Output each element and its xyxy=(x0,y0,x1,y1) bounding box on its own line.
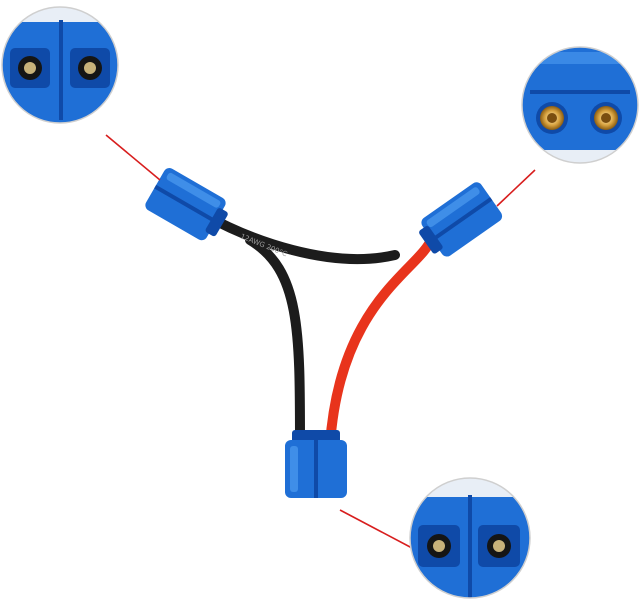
black-wire xyxy=(200,210,400,450)
bottom-ec5-connector xyxy=(285,430,347,498)
detail-circle-bottom-right xyxy=(409,477,531,599)
detail-circle-top-left xyxy=(1,6,119,124)
leader-lines xyxy=(105,134,536,549)
right-ec5-connector xyxy=(419,182,503,257)
left-ec5-connector xyxy=(145,168,228,241)
detail-circle-top-right xyxy=(521,46,639,164)
red-wire xyxy=(325,233,437,450)
